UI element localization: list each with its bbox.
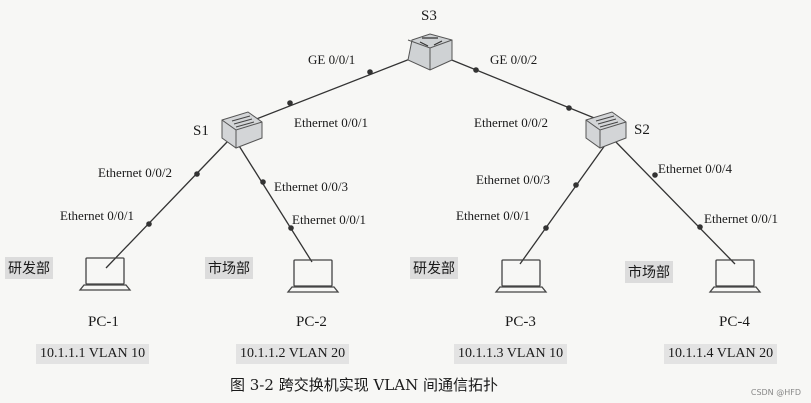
port-label: Ethernet 0/0/1: [292, 212, 367, 227]
watermark: CSDN @HFD: [750, 388, 801, 397]
port-label: Ethernet 0/0/1: [456, 208, 531, 223]
port-dot: [573, 182, 579, 188]
port-label: GE 0/0/1: [308, 52, 356, 67]
port-dot: [194, 171, 200, 177]
port-label: Ethernet 0/0/1: [60, 208, 135, 223]
pc-address: 10.1.1.3 VLAN 10: [454, 344, 568, 364]
port-dot: [367, 69, 373, 75]
pc-name: PC-1: [88, 314, 119, 330]
port-dot: [543, 225, 549, 231]
port-dot: [652, 172, 658, 178]
department-label: 市场部: [205, 257, 253, 279]
department-label: 研发部: [410, 257, 458, 279]
port-label: Ethernet 0/0/1: [704, 211, 779, 226]
access-switch-icon: [585, 111, 627, 149]
department-label: 市场部: [625, 261, 673, 283]
port-dot: [146, 221, 152, 227]
port-dot: [473, 67, 479, 73]
port-dot: [287, 100, 293, 106]
laptop-icon: [78, 257, 132, 291]
port-label: Ethernet 0/0/3: [476, 172, 551, 187]
link-s2-pc3: [519, 140, 609, 265]
port-dot: [260, 179, 266, 185]
port-label: Ethernet 0/0/4: [658, 161, 733, 176]
laptop-icon: [494, 259, 548, 293]
pc-address: 10.1.1.2 VLAN 20: [236, 344, 350, 364]
port-label: Ethernet 0/0/2: [98, 165, 173, 180]
port-dot: [288, 225, 294, 231]
port-label: GE 0/0/2: [490, 52, 538, 67]
port-dot: [697, 224, 703, 230]
link-s1-pc2: [235, 140, 313, 263]
port-label: Ethernet 0/0/2: [474, 115, 549, 130]
link-s1-pc1: [105, 140, 229, 269]
pc-name: PC-4: [719, 314, 750, 330]
core-switch-icon: [407, 33, 453, 71]
switch-label-s2: S2: [634, 122, 650, 138]
link-s3-s2: [431, 51, 615, 127]
switch-label-s1: S1: [193, 123, 209, 139]
department-label: 研发部: [5, 257, 53, 279]
figure-caption: 图 3-2 跨交换机实现 VLAN 间通信拓扑: [230, 376, 498, 394]
access-switch-icon: [221, 111, 263, 149]
port-label: Ethernet 0/0/3: [274, 179, 349, 194]
pc-address: 10.1.1.4 VLAN 20: [664, 344, 778, 364]
link-s3-s1: [235, 51, 429, 128]
port-dot: [566, 105, 572, 111]
laptop-icon: [286, 259, 340, 293]
pc-address: 10.1.1.1 VLAN 10: [36, 344, 150, 364]
pc-name: PC-2: [296, 314, 327, 330]
link-s2-pc4: [613, 139, 736, 265]
pc-name: PC-3: [505, 314, 536, 330]
laptop-icon: [708, 259, 762, 293]
switch-label-s3: S3: [421, 8, 437, 24]
port-label: Ethernet 0/0/1: [294, 115, 369, 130]
